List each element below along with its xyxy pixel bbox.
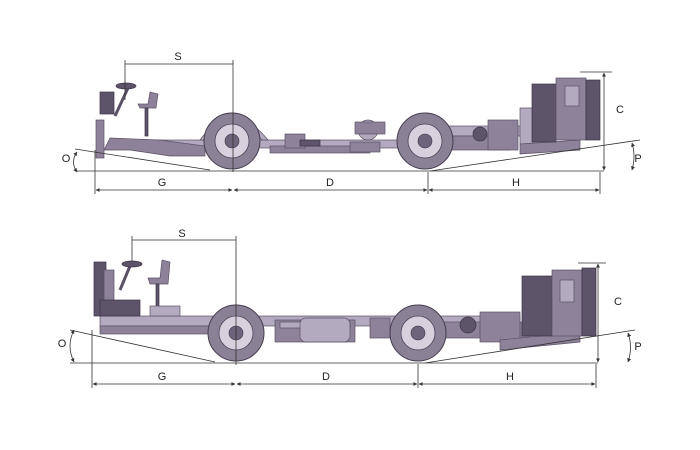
bottom-dim-p-label: P (634, 341, 641, 353)
bottom-dim-d-label: D (322, 371, 330, 383)
top-dim-o-arc (73, 151, 78, 173)
bottom-dim-g-label: G (158, 371, 167, 383)
top-dim-o-label: O (62, 153, 71, 165)
bottom-dim-o-arc (69, 329, 75, 363)
top-chassis-illustration (95, 77, 601, 170)
top-chassis-diagram: S O G D H C P (62, 51, 642, 194)
top-dim-c-label: C (616, 104, 624, 116)
bottom-dim-s-label: S (178, 228, 185, 240)
top-dim-d-label: D (326, 177, 334, 189)
bottom-chassis-diagram: S O G D H C P (58, 228, 642, 388)
top-dim-p-label: P (634, 153, 641, 165)
top-dim-h-label: H (512, 177, 520, 189)
bottom-dim-h-label: H (506, 371, 514, 383)
top-dim-p-arc (631, 142, 635, 171)
bottom-dim-o-label: O (58, 338, 67, 350)
top-dim-g-label: G (158, 177, 167, 189)
bottom-dim-c-label: C (614, 296, 622, 308)
bottom-dim-p-arc (627, 332, 632, 363)
bottom-chassis-illustration (93, 259, 597, 362)
top-dim-s-label: S (174, 51, 181, 63)
